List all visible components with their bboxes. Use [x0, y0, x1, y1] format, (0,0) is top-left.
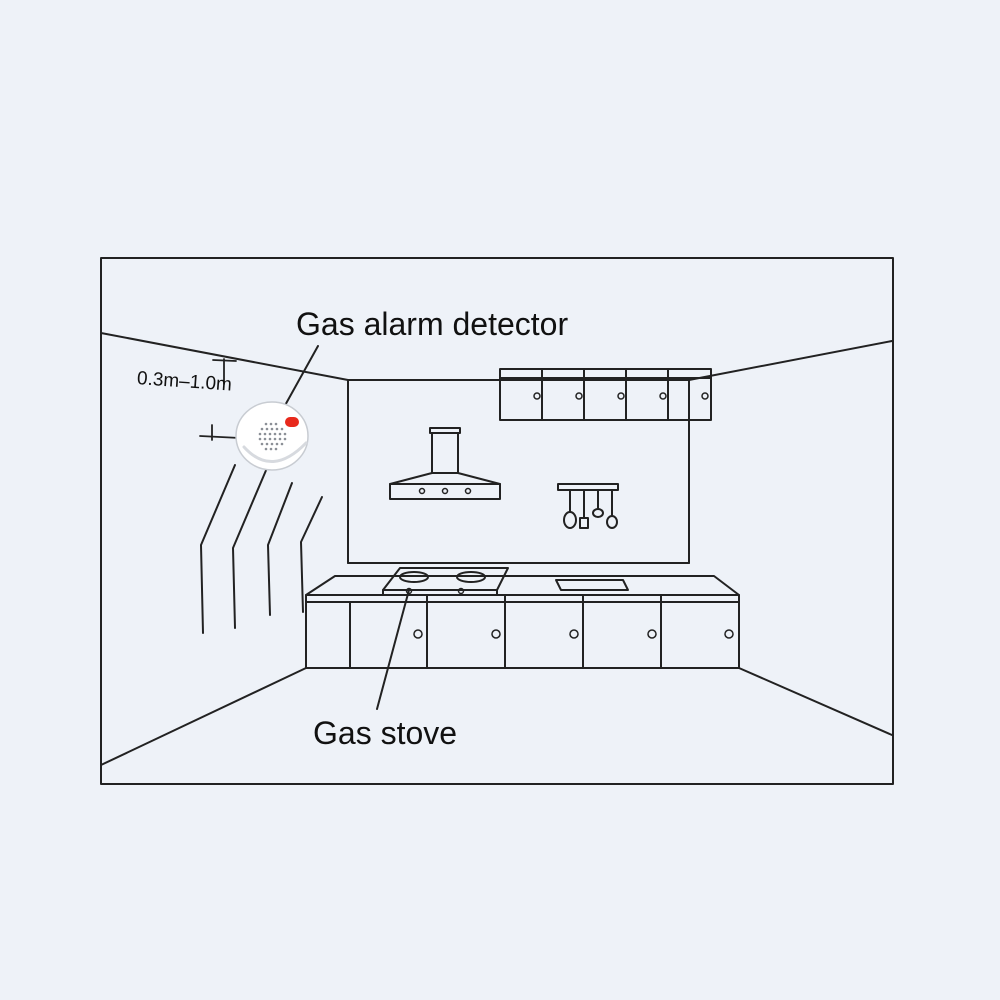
stove-leader-line — [376, 589, 410, 710]
utensil-rack-icon — [557, 483, 619, 529]
gas-diffusion-lines — [200, 464, 323, 634]
gas-alarm-detector-label: Gas alarm detector — [296, 306, 569, 342]
detector-leader-line — [282, 345, 319, 410]
range-hood-icon — [389, 427, 501, 500]
room-walls — [100, 332, 893, 766]
diagram-frame — [100, 257, 894, 785]
mount-range-dimension — [199, 358, 241, 441]
gas-detector-icon — [235, 401, 309, 471]
wall-cabinets — [499, 368, 712, 421]
alarm-indicator-light — [285, 417, 299, 427]
base-cabinets — [305, 575, 740, 669]
gas-stove-icon — [382, 567, 509, 596]
gas-stove-label: Gas stove — [313, 715, 458, 751]
sink-icon — [555, 579, 629, 591]
